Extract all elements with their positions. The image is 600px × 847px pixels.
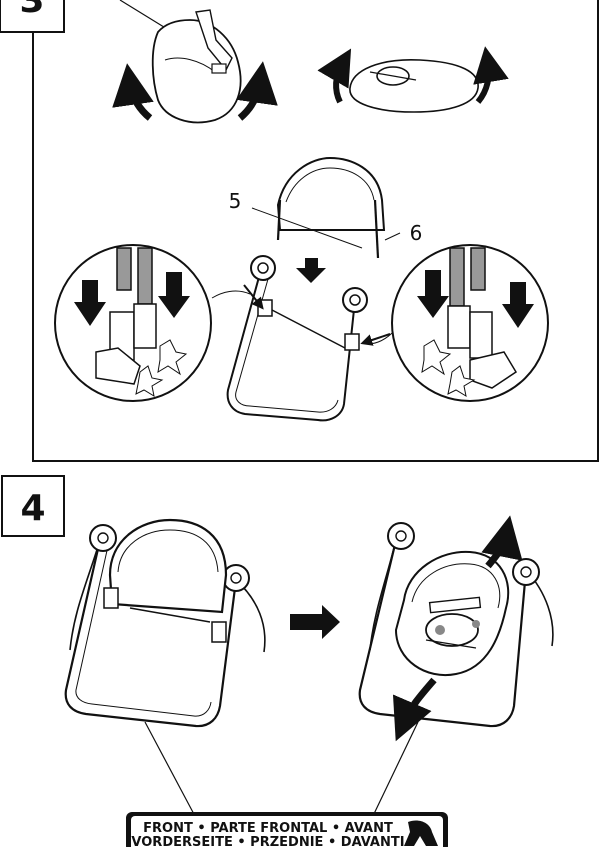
step4-number-box [1, 475, 65, 537]
swing-frame-illustration [211, 255, 396, 422]
step4-number: 4 [20, 488, 45, 529]
right-detail-circle [391, 244, 549, 402]
rolled-seat-pad-illustration [112, 0, 278, 124]
swing-with-seat-pad-illustration [358, 515, 554, 742]
baby-icon [404, 820, 438, 846]
seat-back-illustration [251, 156, 401, 259]
front-label-line2: VORDERSEITE • PRZEDNIE • DAVANTI [131, 835, 404, 847]
leader-line-left [144, 721, 197, 819]
leader-line-right [371, 721, 419, 819]
swing-with-backrest-illustration [64, 518, 266, 728]
step3-frame [32, 0, 599, 462]
left-detail-circle [54, 244, 212, 402]
step3-number-box [0, 0, 65, 33]
flat-seat-pad-illustration [317, 46, 509, 113]
step3-number: 3 [19, 0, 44, 21]
callout-6: 6 [410, 221, 423, 245]
step4-panel: 4 [1, 475, 554, 847]
front-label-line1: FRONT • PARTE FRONTAL • AVANT [143, 821, 393, 836]
callout-5: 5 [229, 189, 242, 213]
step3-panel: 3 5 6 [0, 0, 599, 462]
front-label: FRONT • PARTE FRONTAL • AVANT VORDERSEIT… [126, 812, 448, 847]
arrow-right-icon [290, 605, 340, 639]
